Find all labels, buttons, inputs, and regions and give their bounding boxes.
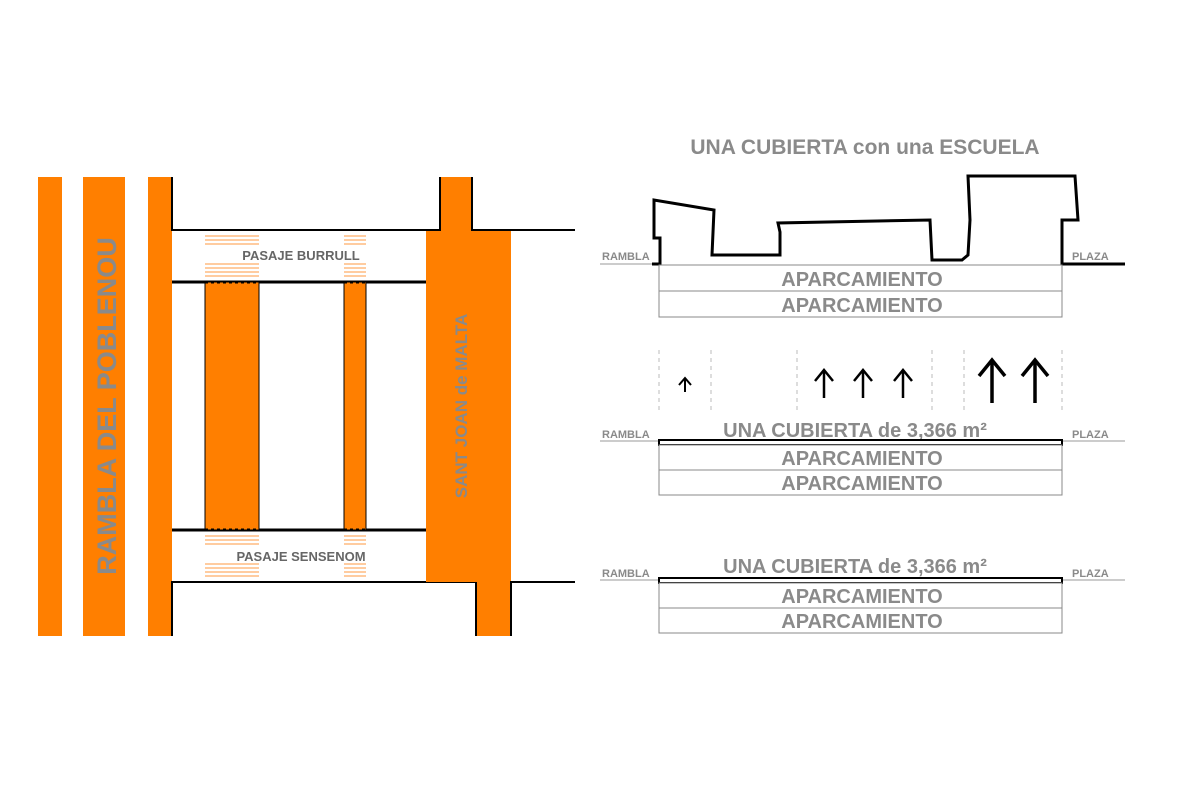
parking-label-1: APARCAMIENTO — [781, 269, 942, 291]
site-plan: RAMBLA DEL POBLENOU SANT JOAN de MALTA P… — [38, 177, 575, 636]
section-middle-divisions — [658, 350, 1063, 412]
parking-level-2 — [658, 607, 1063, 634]
section-bottom: RAMBLA PLAZA UNA CUBIERTA de 3,366 m² AP… — [600, 556, 1125, 634]
up-arrow-icon — [678, 376, 692, 392]
roof-slab — [658, 439, 1063, 446]
section-middle-right-label: PLAZA — [1072, 429, 1109, 441]
section-top-left-label: RAMBLA — [602, 251, 650, 263]
dotted-ends — [205, 280, 366, 532]
sant-joan-edge-top-right — [471, 177, 511, 231]
hatching-bottom — [205, 535, 366, 577]
rambla-stripe-3 — [148, 177, 172, 636]
parking-level-1 — [658, 582, 1063, 609]
bottom-street-line — [171, 581, 575, 636]
section-bottom-right-label: PLAZA — [1072, 568, 1109, 580]
block-2 — [343, 281, 367, 531]
section-top-right-label: PLAZA — [1072, 251, 1109, 263]
parking-label-1: APARCAMIENTO — [781, 448, 942, 470]
up-arrow-icon — [853, 368, 873, 398]
section-middle: RAMBLA PLAZA UNA CUBIERTA de 3,366 m² AP… — [600, 350, 1125, 496]
pasaje-burrull-label: PASAJE BURRULL — [242, 248, 360, 263]
section-top: UNA CUBIERTA con una ESCUELA RAMBLA PLAZ… — [600, 136, 1125, 318]
roof-slab — [658, 577, 1063, 584]
parking-level-2 — [658, 469, 1063, 496]
section-middle-title: UNA CUBIERTA de 3,366 m² — [723, 420, 987, 442]
up-arrow-icon — [977, 357, 1007, 403]
sant-joan-block — [426, 177, 511, 636]
parking-label-1: APARCAMIENTO — [781, 586, 942, 608]
section-bottom-left-label: RAMBLA — [602, 568, 650, 580]
section-top-title: UNA CUBIERTA con una ESCUELA — [690, 136, 1039, 159]
up-arrow-icon — [1020, 357, 1050, 403]
block-1 — [204, 281, 260, 531]
parking-label-2: APARCAMIENTO — [781, 295, 942, 317]
parking-label-2: APARCAMIENTO — [781, 473, 942, 495]
sant-joan-edge-bottom-right — [510, 581, 575, 636]
rambla-stripe-1 — [38, 177, 62, 636]
up-arrow-icon — [893, 368, 913, 398]
parking-level-2 — [658, 290, 1063, 318]
up-arrows — [678, 357, 1050, 403]
up-arrow-icon — [814, 368, 834, 398]
hatching-top — [205, 235, 366, 277]
school-roof-profile — [652, 174, 1125, 266]
pasaje-sensenom-label: PASAJE SENSENOM — [236, 549, 365, 564]
rambla-stripe-2 — [83, 177, 125, 636]
section-bottom-title: UNA CUBIERTA de 3,366 m² — [723, 556, 987, 578]
rambla-label: RAMBLA DEL POBLENOU — [92, 237, 122, 575]
sant-joan-label: SANT JOAN de MALTA — [452, 314, 471, 498]
top-street-line — [171, 177, 575, 231]
section-middle-left-label: RAMBLA — [602, 429, 650, 441]
sant-joan-edge-top-left — [426, 177, 441, 231]
parking-label-2: APARCAMIENTO — [781, 611, 942, 633]
